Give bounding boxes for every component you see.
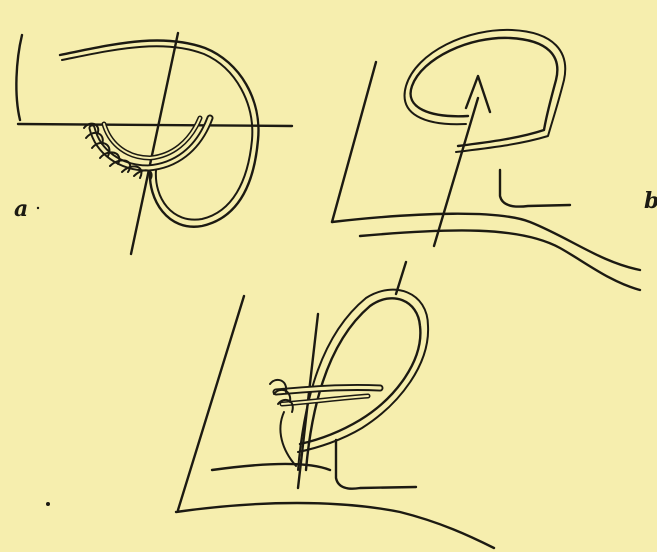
- panel-b-fabric-edge: [332, 62, 376, 222]
- panel-b-label: b: [644, 190, 657, 212]
- panel-a-drawing: [16, 33, 292, 254]
- panel-b-fabric-curve-lower: [360, 230, 640, 290]
- panel-c-fabric-lower-curve: [176, 503, 494, 548]
- ink-speck: [37, 207, 39, 209]
- panel-b-needle: [434, 98, 478, 246]
- panel-b-fabric-curve-upper: [332, 214, 640, 270]
- panel-a-label: a: [14, 198, 28, 220]
- panel-b-thread-loop-inner: [405, 30, 566, 152]
- panel-c-fabric-left-edge: [178, 296, 244, 510]
- ink-speck: [46, 502, 50, 506]
- panel-c-fabric-inner-curve: [212, 464, 330, 470]
- panel-b-fold: [500, 170, 570, 207]
- panel-a-fold-line: [18, 124, 292, 126]
- panel-a-coils: [84, 124, 152, 180]
- panel-c-drawing: [176, 262, 494, 548]
- panel-b-arrowhead: [466, 76, 490, 112]
- panel-b-drawing: [332, 30, 640, 290]
- panel-a-fabric-left-edge: [16, 35, 22, 120]
- panel-c-fold: [336, 440, 416, 489]
